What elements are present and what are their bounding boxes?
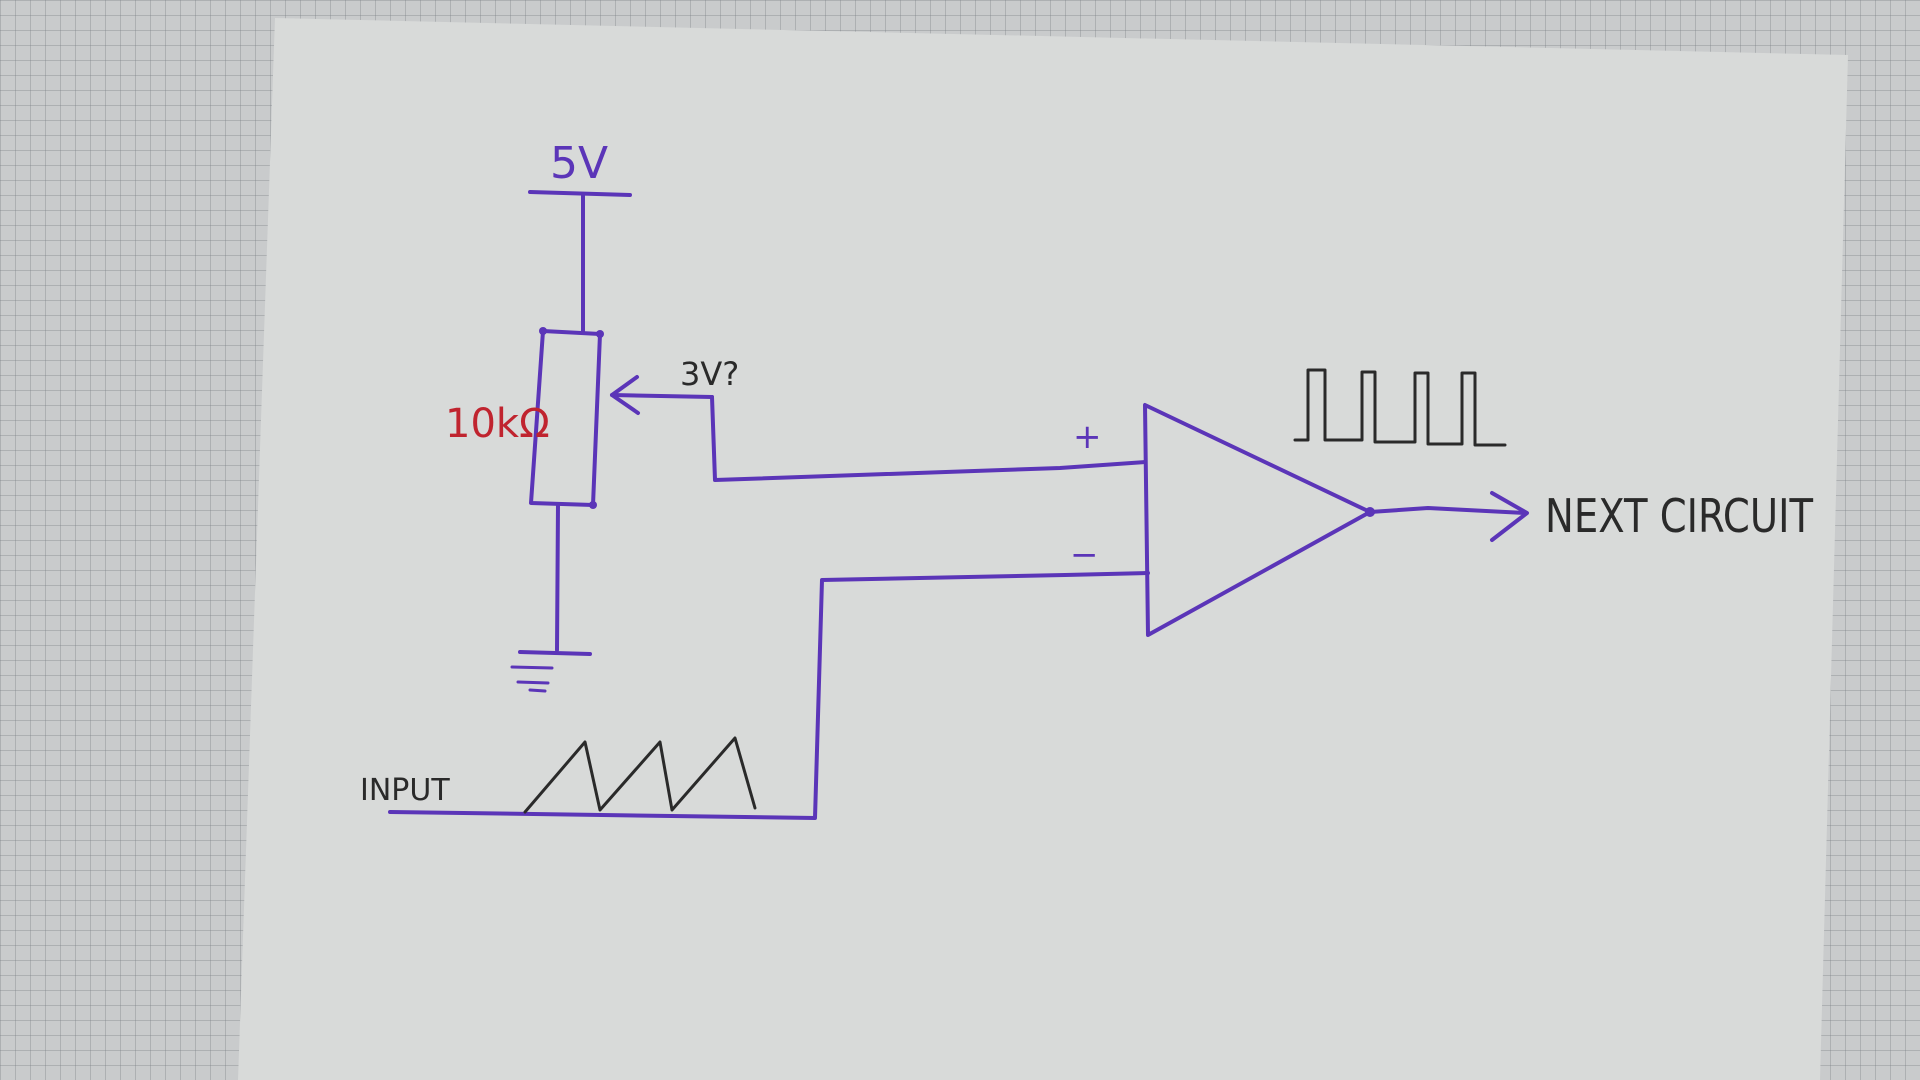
supply-rail: [528, 190, 632, 197]
op-amp-triangle-icon: [1143, 403, 1372, 637]
paper-sheet: [238, 18, 1848, 1080]
wiper-voltage-label: 3V?: [680, 355, 739, 393]
plus-input-label: +: [1073, 417, 1102, 457]
ground-wire: [555, 502, 560, 652]
input-wire: [388, 571, 1150, 820]
arrow-right-icon: [1365, 491, 1529, 542]
sawtooth-wave-icon: [523, 736, 757, 814]
wiper-arrow-icon: [610, 375, 714, 415]
supply-label: 5V: [550, 138, 608, 189]
input-label: INPUT: [360, 773, 450, 808]
reference-wire: [710, 395, 1147, 482]
output-label: NEXT CIRCUIT: [1545, 489, 1814, 543]
minus-input-label: −: [1070, 535, 1099, 575]
ground-symbol-icon: [510, 650, 592, 693]
resistor-label: 10kΩ: [445, 401, 550, 447]
potentiometer-icon: [529, 327, 604, 509]
square-wave-icon: [1293, 368, 1507, 447]
